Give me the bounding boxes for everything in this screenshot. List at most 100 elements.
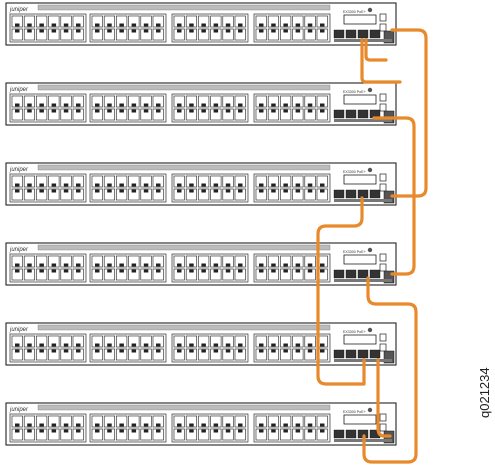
port-group — [9, 93, 87, 123]
port-latch — [15, 269, 20, 273]
model-label: EX3300 PoE+ — [343, 10, 366, 14]
port-latch — [15, 23, 20, 27]
port-latch — [63, 183, 69, 187]
status-led — [367, 247, 373, 253]
rj45-port — [103, 268, 115, 281]
lcd-panel — [343, 254, 377, 265]
rj45-port — [185, 188, 197, 201]
port-latch — [238, 109, 243, 113]
port-latch — [201, 263, 206, 267]
port-latch — [15, 429, 20, 433]
rj45-port — [36, 255, 48, 268]
port-latch — [39, 183, 44, 187]
rj45-port — [128, 108, 140, 121]
rj45-port — [173, 15, 185, 28]
port-latch — [107, 429, 112, 433]
brand-logo-text: juniper — [9, 87, 29, 93]
uplink-port — [345, 429, 357, 439]
port-latch — [27, 183, 32, 187]
port-latch — [201, 183, 206, 187]
port-latch — [131, 343, 137, 347]
rj45-port — [304, 95, 316, 108]
port-latch — [238, 103, 243, 107]
rj45-port — [23, 255, 36, 268]
rj45-port — [255, 188, 267, 201]
rj45-port — [185, 108, 197, 121]
status-led — [367, 407, 373, 413]
port-latch — [76, 269, 81, 273]
port-latch — [189, 29, 194, 33]
rj45-port — [222, 335, 234, 348]
rj45-port — [91, 108, 103, 121]
rj45-port — [222, 268, 234, 281]
port-latch — [259, 103, 264, 107]
port-latch — [201, 269, 206, 273]
rj45-port — [23, 95, 36, 108]
port-latch — [177, 109, 182, 113]
port-latch — [271, 183, 276, 187]
port-latch — [307, 23, 313, 27]
rj45-port — [316, 428, 328, 441]
port-latch — [63, 103, 69, 107]
port-latch — [320, 429, 325, 433]
port-latch — [225, 103, 231, 107]
port-latch — [131, 423, 137, 427]
port-latch — [119, 263, 124, 267]
vc-cable — [372, 116, 416, 276]
rj45-port — [234, 108, 246, 121]
rj45-port — [234, 415, 246, 428]
port-latch — [51, 423, 57, 427]
port-group — [9, 173, 87, 203]
rj45-port — [128, 415, 140, 428]
port-latch — [225, 429, 231, 433]
rj45-port — [48, 268, 60, 281]
rj45-port — [72, 95, 84, 108]
port-latch — [201, 103, 206, 107]
rj45-port — [267, 108, 280, 121]
rj45-port — [48, 15, 60, 28]
port-latch — [307, 29, 313, 33]
rj45-port — [185, 175, 197, 188]
port-latch — [143, 349, 149, 353]
rj45-port — [152, 255, 164, 268]
rj45-port — [128, 268, 140, 281]
rj45-port — [292, 335, 304, 348]
port-latch — [15, 109, 20, 113]
rj45-port — [140, 108, 152, 121]
rj45-port — [140, 175, 152, 188]
rj45-port — [280, 108, 292, 121]
port-latch — [283, 109, 288, 113]
port-latch — [95, 103, 100, 107]
port-latch — [271, 423, 276, 427]
port-latch — [320, 29, 325, 33]
port-latch — [119, 103, 124, 107]
vc-cable — [364, 38, 388, 62]
port-latch — [213, 109, 219, 113]
port-latch — [63, 23, 69, 27]
port-latch — [39, 23, 44, 27]
port-latch — [131, 269, 137, 273]
port-latch — [156, 103, 161, 107]
port-latch — [51, 109, 57, 113]
port-latch — [95, 263, 100, 267]
uplink-port — [357, 269, 369, 279]
rj45-port — [11, 335, 23, 348]
rj45-port — [280, 28, 292, 41]
port-latch — [295, 183, 301, 187]
uplink-port — [345, 189, 357, 199]
rj45-port — [210, 335, 222, 348]
port-latch — [15, 343, 20, 347]
port-latch — [27, 429, 32, 433]
rj45-port — [255, 335, 267, 348]
vc-port — [383, 270, 395, 284]
port-group — [9, 253, 87, 283]
port-latch — [225, 349, 231, 353]
port-latch — [295, 189, 301, 193]
rj45-port — [210, 268, 222, 281]
port-latch — [63, 263, 69, 267]
vent-strip — [37, 324, 331, 331]
vc-cable — [316, 196, 366, 386]
rj45-port — [304, 255, 316, 268]
rj45-port — [292, 15, 304, 28]
port-latch — [201, 423, 206, 427]
